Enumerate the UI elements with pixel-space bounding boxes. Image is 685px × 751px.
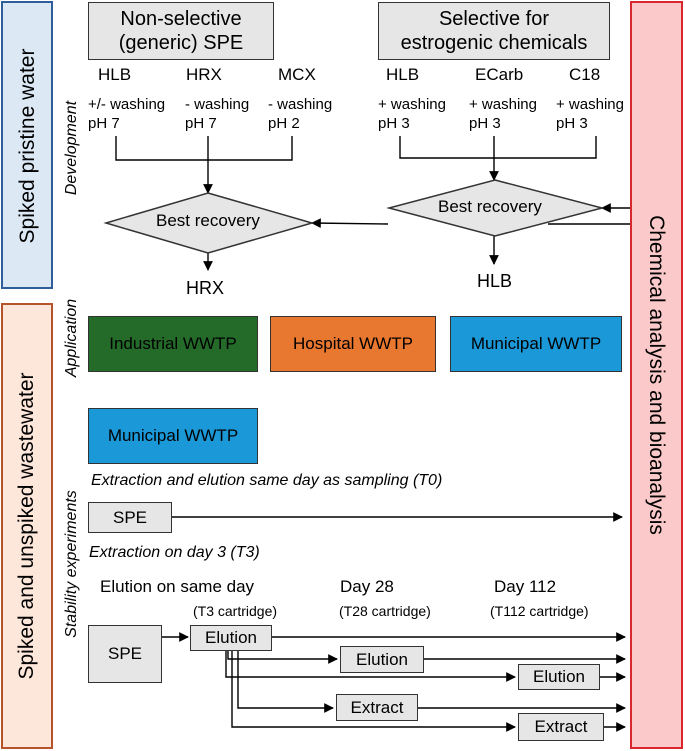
stability-spe-box: SPE bbox=[88, 625, 162, 683]
col-header-same-day: Elution on same day bbox=[100, 577, 255, 596]
condition-hrx: - washing pH 7 bbox=[185, 96, 250, 132]
condition-c18: + washing pH 3 bbox=[556, 96, 624, 132]
wastewater-bar bbox=[1, 303, 53, 749]
elution-t3-box: Elution bbox=[190, 625, 272, 651]
pristine-water-bar bbox=[1, 1, 53, 289]
result-hrx: HRX bbox=[186, 278, 225, 298]
sorbent-mcx: MCX bbox=[278, 65, 316, 84]
municipal-wwtp-box: Municipal WWTP bbox=[450, 316, 622, 372]
condition-hlb-nonselective: +/- washing pH 7 bbox=[88, 96, 166, 132]
sorbent-ecarb: ECarb bbox=[475, 65, 524, 84]
decision-diamond-right bbox=[386, 179, 605, 237]
result-hlb: HLB bbox=[477, 271, 513, 291]
t3-description: Extraction on day 3 (T3) bbox=[89, 544, 260, 561]
decision-diamond-left bbox=[103, 192, 315, 254]
extract-t28-box: Extract bbox=[336, 694, 418, 721]
decision-label-right: Best recovery bbox=[438, 197, 542, 216]
col-sub-t3: (T3 cartridge) bbox=[193, 603, 278, 619]
sorbent-c18: C18 bbox=[569, 65, 601, 84]
decision-label-left: Best recovery bbox=[156, 211, 260, 230]
elution-t28-box: Elution bbox=[340, 646, 424, 673]
t0-description: Extraction and elution same day as sampl… bbox=[91, 472, 443, 489]
sorbent-hrx: HRX bbox=[186, 65, 222, 84]
condition-mcx: - washing pH 2 bbox=[268, 96, 333, 132]
col-sub-t112: (T112 cartridge) bbox=[490, 603, 589, 619]
elution-t112-box: Elution bbox=[518, 664, 600, 690]
col-header-day28: Day 28 bbox=[340, 577, 394, 596]
t0-spe-box: SPE bbox=[88, 502, 172, 533]
condition-ecarb: + washing pH 3 bbox=[469, 96, 537, 132]
sorbent-hlb-selective: HLB bbox=[386, 65, 420, 84]
col-header-day112: Day 112 bbox=[494, 577, 557, 596]
selective-estrogenic-header: Selective for estrogenic chemicals bbox=[378, 2, 610, 60]
non-selective-spe-header: Non-selective (generic) SPE bbox=[88, 2, 274, 60]
hospital-wwtp-box: Hospital WWTP bbox=[270, 316, 436, 372]
sorbent-hlb-nonselective: HLB bbox=[98, 65, 132, 84]
extract-t112-box: Extract bbox=[518, 713, 604, 741]
chemical-analysis-bar bbox=[630, 1, 683, 749]
condition-hlb-selective: + washing pH 3 bbox=[378, 96, 446, 132]
industrial-wwtp-box: Industrial WWTP bbox=[88, 316, 258, 372]
stability-municipal-wwtp-box: Municipal WWTP bbox=[88, 408, 258, 464]
col-sub-t28: (T28 cartridge) bbox=[339, 603, 431, 619]
